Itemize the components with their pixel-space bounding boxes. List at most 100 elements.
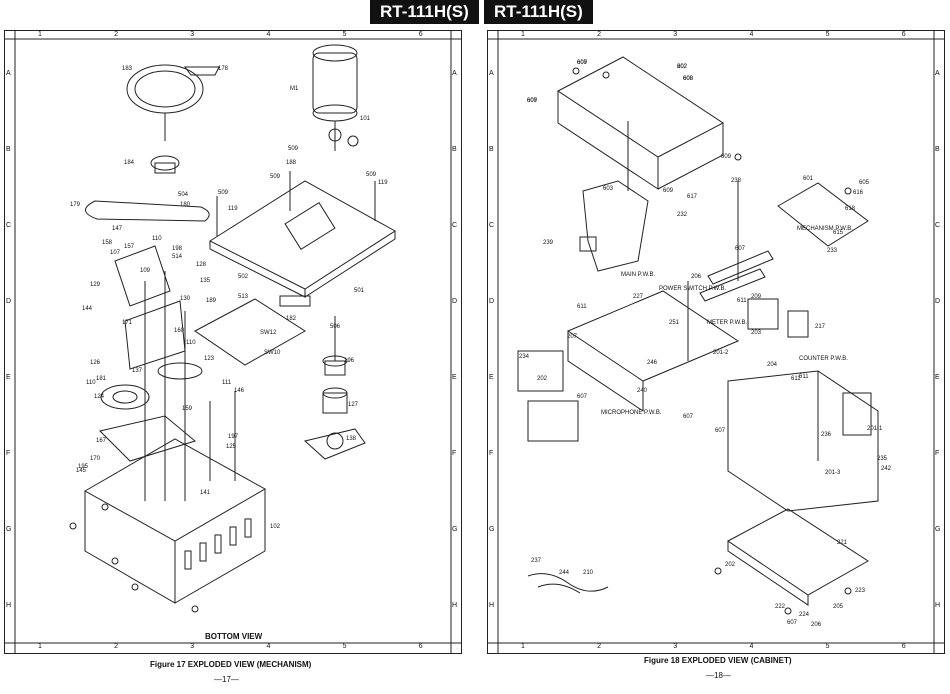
part-callout: 607 [715, 428, 726, 434]
grid-row-label: F [935, 450, 940, 457]
grid-column-label: 2 [597, 643, 602, 650]
part-callout: 110 [86, 380, 96, 386]
part-callout: 605 [859, 180, 870, 186]
part-callout: 504 [178, 192, 189, 198]
part-callout: 107 [110, 250, 121, 256]
part-callout: 125 [226, 444, 237, 450]
part-callout: 607 [683, 414, 694, 420]
grid-row-label: C [489, 222, 495, 229]
grid-row-label: E [935, 374, 940, 381]
part-callout: 202 [725, 562, 736, 568]
grid-column-label: 1 [38, 31, 42, 38]
part-callout: 119 [378, 180, 388, 186]
part-callout: 501 [354, 288, 365, 294]
part-callout: 127 [348, 402, 359, 408]
part-callout: 202 [537, 376, 548, 382]
part-callout: 236 [821, 432, 832, 438]
part-callout: 147 [112, 226, 123, 232]
part-callout: 232 [677, 212, 688, 218]
left-sheet: BOTTOM VIEW [4, 30, 462, 654]
grid-column-label: 4 [749, 31, 754, 38]
grid-row-label: A [6, 70, 11, 77]
grid-column-label: 2 [114, 643, 119, 650]
part-callout: 189 [206, 298, 217, 304]
grid-row-label: A [452, 70, 457, 77]
part-callout: 160 [174, 328, 185, 334]
part-callout: 180 [180, 202, 191, 208]
part-callout: 144 [82, 306, 93, 312]
part-callout: METER P.W.B. [707, 320, 748, 326]
part-callout: 109 [140, 268, 151, 274]
part-callout: 222 [775, 604, 786, 610]
grid-row-label: A [935, 70, 940, 77]
model-tag-right: RT-111H(S) [484, 0, 593, 24]
part-callout: 611 [737, 298, 747, 304]
part-callout: 217 [815, 324, 826, 330]
part-callout: SW12 [260, 330, 277, 336]
part-callout: 234 [519, 354, 530, 360]
part-callout: 601 [803, 176, 814, 182]
cabinet-exploded-drawing [488, 31, 944, 653]
part-callout: 608 [683, 76, 694, 82]
part-callout: 607 [577, 394, 588, 400]
grid-row-label: E [452, 374, 457, 381]
grid-row-label: C [935, 222, 941, 229]
part-callout: 171 [122, 320, 133, 326]
part-callout: 158 [102, 240, 113, 246]
part-callout: 206 [691, 274, 702, 280]
part-callout: 203 [751, 330, 762, 336]
mechanism-exploded-drawing [5, 31, 461, 653]
grid-column-label: 1 [38, 643, 42, 650]
part-callout: 615 [833, 230, 844, 236]
part-callout: 603 [603, 186, 614, 192]
part-callout: 167 [96, 438, 107, 444]
grid-column-label: 2 [597, 31, 602, 38]
grid-column-label: 3 [190, 643, 195, 650]
part-callout: 123 [204, 356, 215, 362]
part-callout: 130 [180, 296, 191, 302]
part-callout: 514 [172, 254, 183, 260]
grid-row-label: G [489, 526, 495, 533]
right-figure-caption: Figure 18 EXPLODED VIEW (CABINET) [644, 656, 792, 665]
grid-row-label: B [452, 146, 457, 153]
part-callout: 608 [683, 76, 694, 82]
grid-column-label: 3 [673, 643, 678, 650]
grid-row-label: B [935, 146, 940, 153]
part-callout: 202 [677, 64, 688, 70]
part-callout: 170 [90, 456, 101, 462]
grid-column-label: 6 [901, 31, 906, 38]
part-callout: 204 [767, 362, 778, 368]
part-callout: 110 [152, 236, 162, 242]
grid-row-label: A [489, 70, 494, 77]
part-callout: 509 [270, 174, 281, 180]
part-callout: 244 [559, 570, 570, 576]
grid-column-label: 3 [673, 31, 678, 38]
part-callout: 509 [218, 190, 229, 196]
grid-column-label: 1 [521, 31, 525, 38]
part-callout: 242 [881, 466, 892, 472]
grid-row-label: B [489, 146, 494, 153]
left-figure-caption: Figure 17 EXPLODED VIEW (MECHANISM) [150, 660, 312, 669]
part-callout: 126 [90, 360, 101, 366]
part-callout: 617 [687, 194, 698, 200]
grid-column-label: 6 [901, 643, 906, 650]
part-callout: 179 [70, 202, 81, 208]
part-callout: 201-3 [825, 470, 841, 476]
part-callout: 124 [94, 394, 105, 400]
part-callout: COUNTER P.W.B. [799, 356, 848, 362]
grid-row-label: H [6, 602, 12, 609]
grid-row-label: E [489, 374, 494, 381]
part-callout: 129 [90, 282, 101, 288]
grid-column-label: 2 [114, 31, 119, 38]
part-callout: MECHANISM P.W.B. [797, 226, 853, 232]
part-callout: 146 [234, 388, 245, 394]
part-callout: 196 [344, 358, 355, 364]
grid-row-label: D [489, 298, 495, 305]
part-callout: 607 [735, 246, 746, 252]
grid-row-label: G [6, 526, 12, 533]
part-callout: 509 [288, 146, 299, 152]
part-callout: 239 [543, 240, 554, 246]
part-callout: 141 [200, 490, 211, 496]
part-callout: 616 [853, 190, 864, 196]
part-callout: 137 [132, 368, 143, 374]
